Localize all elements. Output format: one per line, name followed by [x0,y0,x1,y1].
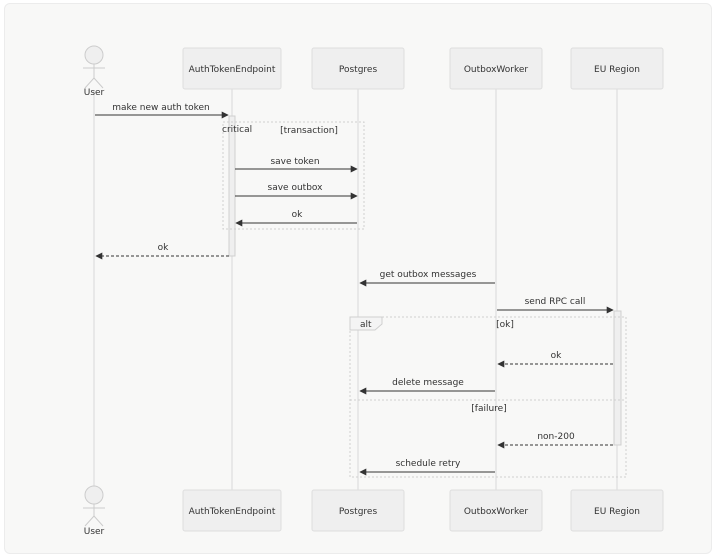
participant-label: EU Region [594,65,640,75]
activation-auth [228,115,236,257]
fragment-critical: critical [transaction] [222,121,365,230]
participant-label: AuthTokenEndpoint [189,65,276,75]
participant-label: Postgres [339,507,378,517]
message-label: make new auth token [112,103,210,113]
user-icon [83,45,105,89]
participant-label: OutboxWorker [464,507,529,517]
message-label: ok [551,351,563,361]
message-save-outbox: save outbox [235,183,358,200]
participant-label: AuthTokenEndpoint [189,507,276,517]
participant-outbox-bottom: OutboxWorker [449,489,543,532]
message-send-rpc-call: send RPC call [497,297,614,314]
participant-outbox-top: OutboxWorker [449,47,543,90]
message-label: non-200 [537,432,575,442]
participant-auth-bottom: AuthTokenEndpoint [182,489,282,532]
fragment-alt-tab [349,316,383,331]
actor-label: User [84,88,105,98]
message-make-new-auth-token: make new auth token [95,103,229,119]
fragment-alt-else-condition: [failure] [471,404,506,414]
message-get-outbox-messages: get outbox messages [359,270,495,287]
actor-user-bottom: User [83,485,105,537]
message-delete-message: delete message [359,378,495,395]
message-non-200: non-200 [497,432,613,449]
message-label: delete message [392,378,464,388]
message-label: save token [270,157,319,167]
participant-eu-bottom: EU Region [570,489,664,532]
message-label: schedule retry [396,459,461,469]
actor-label: User [84,527,105,537]
message-ok-postgres: ok [235,210,357,227]
participant-postgres-top: Postgres [311,47,405,90]
fragment-alt-keyword: alt [360,320,372,330]
participant-eu-top: EU Region [570,47,664,90]
message-label: ok [292,210,304,220]
message-ok-user: ok [95,243,229,260]
user-icon [83,485,105,527]
message-label: save outbox [268,183,324,193]
message-save-token: save token [235,157,358,173]
participant-auth-top: AuthTokenEndpoint [182,47,282,90]
fragment-alt: alt [ok] [failure] [349,316,627,478]
message-label: ok [158,243,170,253]
participant-postgres-bottom: Postgres [311,489,405,532]
message-ok-eu: ok [497,351,613,368]
fragment-critical-keyword: critical [222,125,252,135]
participant-label: Postgres [339,65,378,75]
message-label: send RPC call [525,297,586,307]
fragment-critical-condition: [transaction] [280,126,338,136]
message-label: get outbox messages [380,270,477,280]
message-schedule-retry: schedule retry [359,459,495,476]
participant-label: OutboxWorker [464,65,529,75]
fragment-alt-condition: [ok] [496,320,514,330]
activation-eu [613,310,622,446]
actor-user-top: User [83,45,105,98]
participant-label: EU Region [594,507,640,517]
